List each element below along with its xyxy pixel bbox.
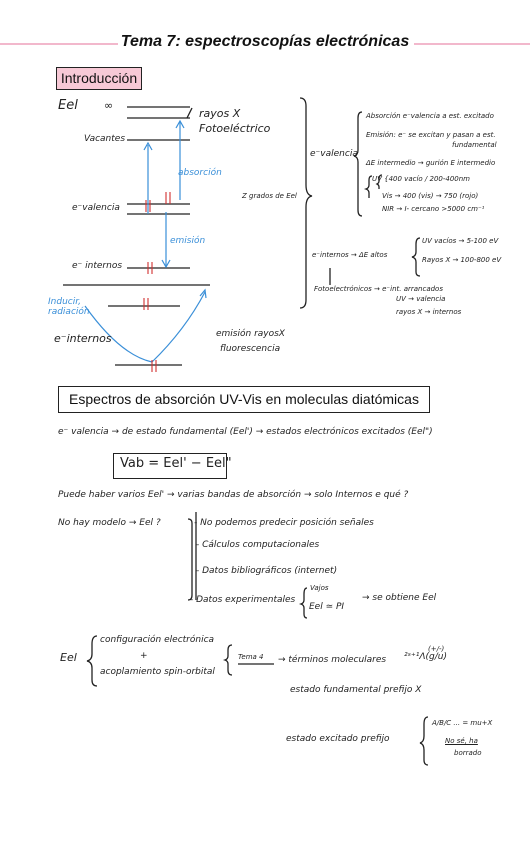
uv-valencia-note: UV → valencia: [396, 295, 446, 303]
term-sup: (+/-): [428, 645, 445, 653]
rayos-x-label: rayos X: [199, 107, 241, 120]
tema4-label: Tema 4: [238, 653, 264, 661]
section2-heading: Espectros de absorción UV-Vis en molecul…: [58, 386, 430, 413]
delta-e-note: ΔE intermedio → gurión E intermedio: [366, 159, 496, 167]
internos-label: e⁻ internos: [72, 261, 123, 271]
title-rule-left: [0, 43, 118, 45]
rayos-internos-note: rayos X → internos: [396, 308, 462, 316]
no-se-label: No sé, ha: [445, 737, 478, 745]
valencia-transition-line: e⁻ valencia → de estado fundamental (Eel…: [58, 427, 433, 437]
fotoelectronicos-note: Fotoelectrónicos → e⁻int. arrancados: [314, 285, 443, 293]
bullet-experimentales: - Datos experimentales: [190, 595, 296, 605]
absorcion-note: Absorción e⁻valencia a est. excitado: [366, 112, 494, 120]
valencia-label: e⁻valencia: [72, 203, 120, 213]
uv-vacios-note: UV vacíos → 5-100 eV: [422, 237, 499, 245]
eel-composition-label: Eel: [60, 651, 77, 664]
exc-prefijo-label: estado excitado prefijo: [286, 734, 390, 744]
formula-box: [113, 453, 227, 479]
emision-note: Emisión: e⁻ se excitan y pasan a est.: [366, 131, 496, 139]
borrado-label: borrado: [454, 749, 482, 757]
internos-label-2: e⁻internos: [54, 332, 112, 345]
se-obtiene-label: → se obtiene Eel: [362, 593, 437, 603]
emision-label: emisión: [170, 236, 206, 246]
eel-pi-label: Eel ≃ PI: [309, 602, 345, 612]
terminos-label: → términos moleculares: [278, 655, 387, 665]
title-rule-right: [414, 43, 530, 45]
intro-heading: Introducción: [56, 67, 142, 90]
internos-branch-label: e⁻internos → ΔE altos: [312, 251, 388, 259]
plus-sign: +: [140, 651, 148, 661]
page-title: Tema 7: espectroscopías electrónicas: [120, 33, 410, 50]
grados-label: Z grados de Eel: [242, 192, 297, 200]
formula-text: Vab = Eel' − Eel": [120, 456, 232, 471]
vacantes-label: Vacantes: [84, 134, 126, 144]
eel-label: Eel: [58, 98, 78, 113]
bullet-bibliograficos: - Datos bibliográficos (internet): [196, 566, 338, 576]
vis-note: Vis → 400 (vis) → 750 (rojo): [382, 192, 479, 200]
absorcion-label: absorción: [178, 168, 222, 178]
rayos-ev-note: Rayos X → 100-800 eV: [422, 256, 502, 264]
term-symbol: ²ˢ⁺¹Λ(g/u): [404, 652, 447, 662]
abc-label: A/B/C ... = mu+X: [432, 719, 493, 727]
fluorescencia-label: fluorescencia: [220, 344, 281, 354]
emision-rayos-label: emisión rayosX: [216, 329, 285, 339]
config-electronica-label: configuración electrónica: [100, 635, 215, 645]
acoplamiento-label: acoplamiento spin-orbital: [100, 667, 215, 677]
bullet-predecir: - No podemos predecir posición señales: [194, 518, 374, 528]
fund-prefijo-label: estado fundamental prefijo X: [290, 685, 422, 695]
fotoelectrico-label: Fotoeléctrico: [199, 122, 271, 135]
uv-note: UV {400 vacío / 200-400nm: [372, 175, 470, 183]
valencia-branch-label: e⁻valencia: [310, 149, 358, 159]
bullet-calculos: - Cálculos computacionales: [196, 540, 320, 550]
infinity-symbol: ∞: [104, 99, 114, 112]
vajos-label: Vajos: [310, 584, 329, 592]
nir-note: NIR → I- cercano >5000 cm⁻¹: [382, 205, 485, 213]
varios-line: Puede haber varios Eel' → varias bandas …: [58, 490, 409, 500]
no-model-line: No hay modelo → Eel ?: [58, 518, 161, 528]
inducir-label: Inducir, radiación: [48, 297, 90, 317]
fundamental-note: fundamental: [452, 141, 497, 149]
